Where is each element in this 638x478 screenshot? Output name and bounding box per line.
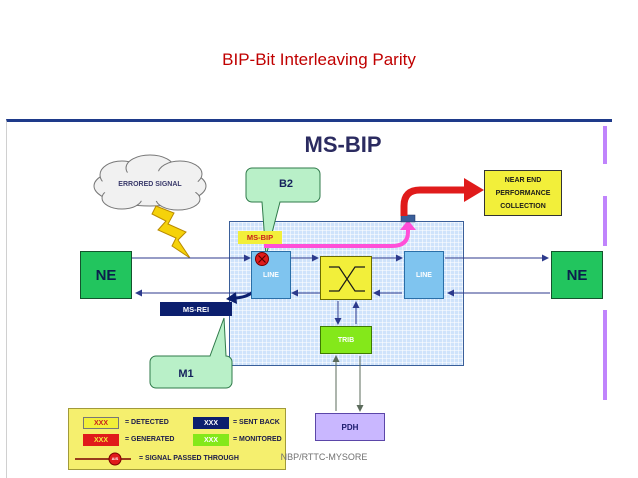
side-bar-middle	[603, 196, 607, 246]
side-bar-top	[603, 126, 607, 164]
near-end-performance-box: NEAR END PERFORMANCE COLLECTION	[484, 170, 562, 216]
ms-bip-label: MS-BIP	[238, 231, 282, 244]
ne-left-box: NE	[80, 251, 132, 299]
error-marker-icon	[255, 252, 269, 266]
near-end-arrow	[400, 186, 468, 216]
legend-detected-swatch: XXX	[83, 417, 119, 429]
ms-rei-label: MS-REI	[160, 302, 232, 316]
legend-sent-back-swatch: XXX	[193, 417, 229, 429]
legend-generated-swatch: XXX	[83, 434, 119, 446]
lightning-bolt-icon	[151, 205, 191, 259]
errored-signal-label: ERRORED SIGNAL	[118, 181, 182, 188]
legend-marker-text: AIS	[111, 456, 119, 461]
legend-passed-through-label: = SIGNAL PASSED THROUGH	[139, 455, 239, 462]
cross-connect-icon	[329, 266, 365, 292]
legend-sent-back-label: = SENT BACK	[233, 419, 280, 426]
legend: XXX = DETECTED XXX = SENT BACK XXX = GEN…	[68, 408, 286, 470]
near-end-line-1: NEAR END	[504, 177, 542, 184]
legend-monitored-label: = MONITORED	[233, 436, 282, 443]
callout-b2-label: B2	[278, 178, 294, 190]
footer-text: NBP/RTTC-MYSORE	[280, 452, 368, 462]
parity-path	[264, 228, 410, 248]
errored-signal-cloud	[93, 154, 207, 211]
legend-generated-label: = GENERATED	[125, 436, 175, 443]
cross-connect-box	[320, 256, 372, 300]
near-end-line-3: COLLECTION	[500, 203, 546, 210]
legend-detected-label: = DETECTED	[125, 419, 169, 426]
diagram-title: MS-BIP	[304, 132, 382, 157]
callout-m1-label: M1	[178, 368, 194, 380]
side-bar-bottom	[603, 310, 607, 400]
trib-box: TRIB	[320, 326, 372, 354]
line-right-box: LINE	[404, 251, 444, 299]
callout-m1-bubble	[149, 317, 233, 389]
ne-right-box: NE	[551, 251, 603, 299]
legend-passed-through-icon	[75, 452, 131, 466]
near-end-line-2: PERFORMANCE	[495, 190, 551, 197]
diagram-frame	[6, 119, 612, 478]
pdh-box: PDH	[315, 413, 385, 441]
slide-title: BIP-Bit Interleaving Parity	[222, 50, 416, 69]
legend-monitored-swatch: XXX	[193, 434, 229, 446]
